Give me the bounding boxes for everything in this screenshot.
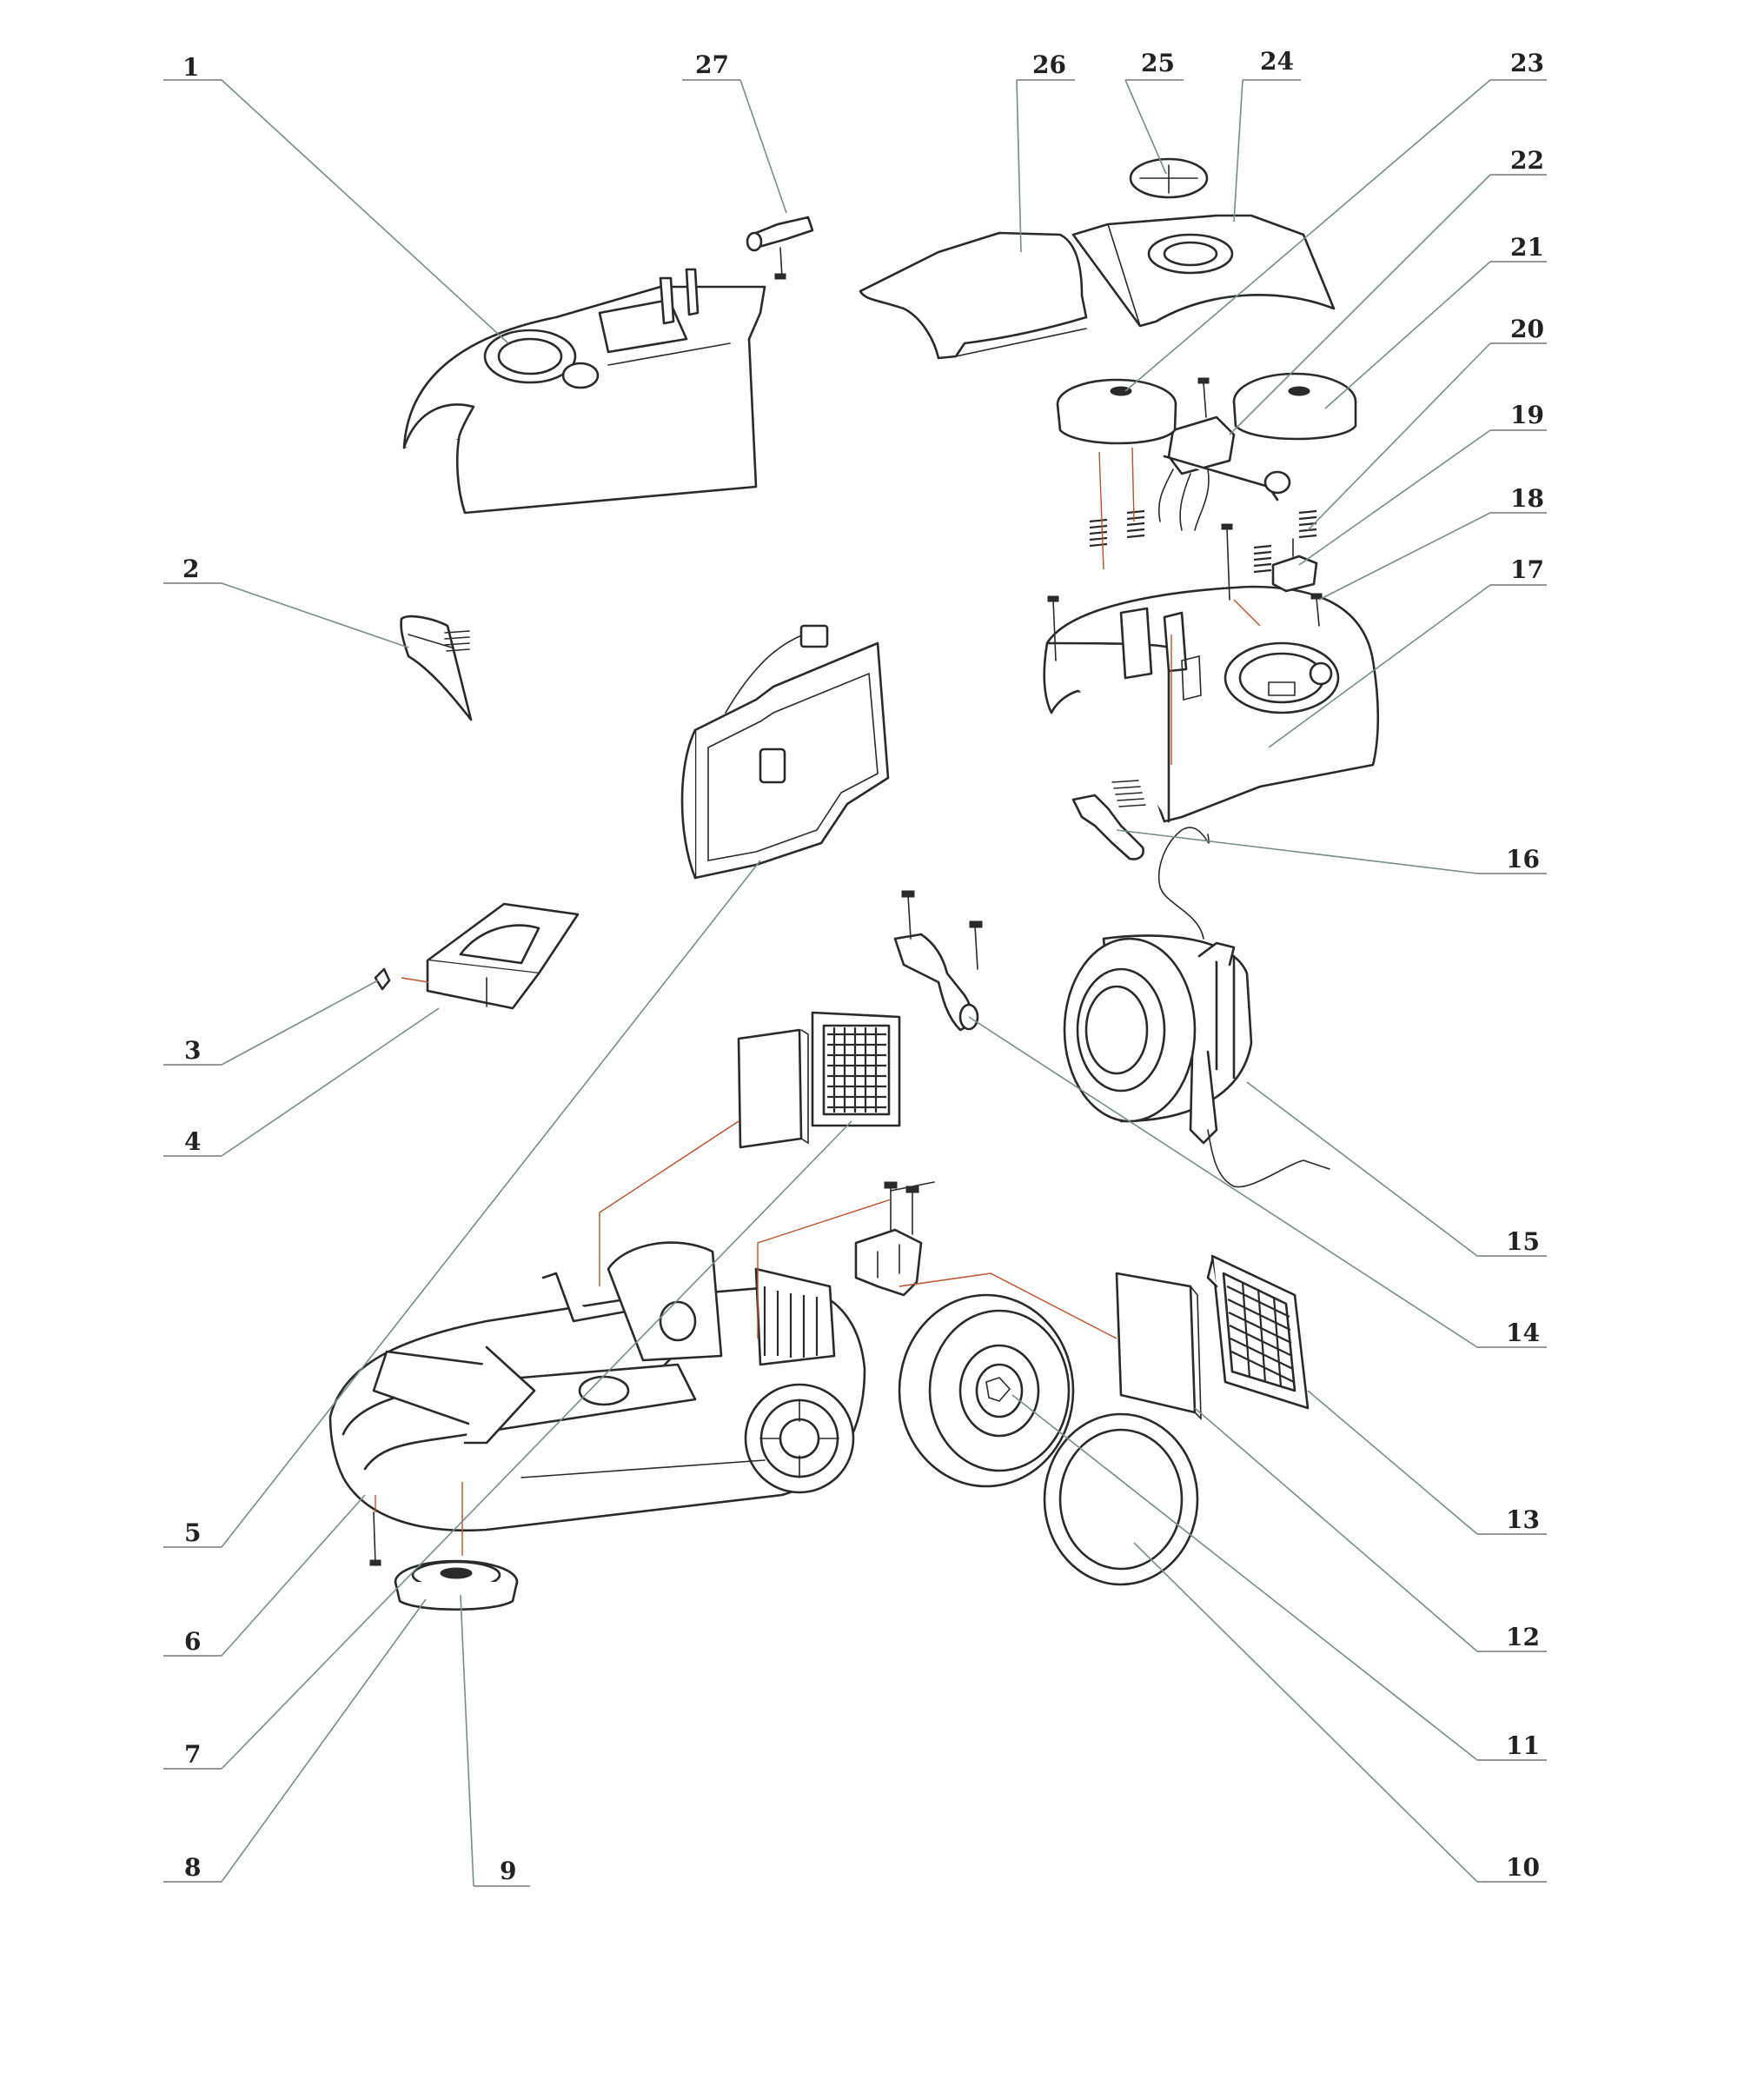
- label-21: 21: [1510, 233, 1544, 262]
- springs-and-screws: [1047, 509, 1323, 661]
- label-25: 25: [1141, 49, 1175, 77]
- part-23-knob: [1056, 378, 1177, 445]
- label-16: 16: [1506, 845, 1540, 874]
- label-17: 17: [1510, 555, 1544, 584]
- label-4: 4: [184, 1127, 201, 1156]
- label-7: 7: [184, 1740, 201, 1769]
- part-1-top-cover: [402, 268, 766, 515]
- part-2-bracket: [400, 615, 473, 721]
- label-8: 8: [184, 1853, 201, 1882]
- part-27-coupling: [746, 216, 814, 280]
- label-6: 6: [184, 1627, 201, 1656]
- part-24-top-panel: [1071, 214, 1336, 328]
- label-3: 3: [184, 1036, 201, 1065]
- motor-mount-bracket: [854, 1181, 923, 1297]
- part-14-inlet-bracket: [893, 890, 983, 1032]
- part-3-clip: [374, 967, 391, 991]
- part-15-motor: [1063, 827, 1330, 1188]
- part-26-lid: [859, 231, 1088, 360]
- filter-pad-7: [737, 1028, 809, 1149]
- label-23: 23: [1510, 49, 1544, 77]
- label-22: 22: [1510, 146, 1544, 175]
- label-18: 18: [1510, 484, 1544, 513]
- part-4-bag-holder: [426, 902, 580, 1010]
- part-12-filter-pad: [1115, 1272, 1202, 1420]
- label-10: 10: [1506, 1853, 1540, 1882]
- label-12: 12: [1506, 1623, 1540, 1651]
- part-5-dust-bag: [680, 624, 890, 880]
- label-27: 27: [695, 50, 729, 79]
- part-13-filter-grille: [1206, 1254, 1310, 1410]
- label-11: 11: [1506, 1731, 1540, 1760]
- part-11-end-cap: [898, 1293, 1075, 1488]
- part-6-base-housing: [328, 1241, 866, 1531]
- part-22-cord-bracket: [1157, 377, 1291, 531]
- label-24: 24: [1260, 47, 1294, 76]
- part-10-ring: [1043, 1412, 1199, 1586]
- label-9: 9: [500, 1857, 516, 1885]
- part-8-caster: [394, 1559, 519, 1611]
- label-26: 26: [1032, 50, 1066, 79]
- label-2: 2: [182, 555, 199, 583]
- part-16-lever: [1071, 780, 1146, 860]
- label-14: 14: [1506, 1319, 1540, 1347]
- label-1: 1: [182, 53, 199, 82]
- part-labels: 1 2 3 4 5 6 7 8 9 10 11 12 13 14 15 16 1…: [182, 47, 1544, 1885]
- label-15: 15: [1506, 1227, 1540, 1256]
- filter-grille-7: [811, 1011, 901, 1127]
- part-21-knob: [1232, 372, 1357, 441]
- label-13: 13: [1506, 1505, 1540, 1534]
- part-25-cap: [1129, 157, 1209, 199]
- leader-lines: [163, 79, 1547, 1887]
- screw-6: [369, 1511, 381, 1566]
- label-20: 20: [1510, 315, 1544, 343]
- assembly-lines: [375, 447, 1261, 1556]
- label-5: 5: [184, 1518, 201, 1547]
- part-17-upper-housing: [1043, 585, 1380, 823]
- part-19-switch: [1271, 538, 1318, 593]
- label-19: 19: [1510, 401, 1544, 429]
